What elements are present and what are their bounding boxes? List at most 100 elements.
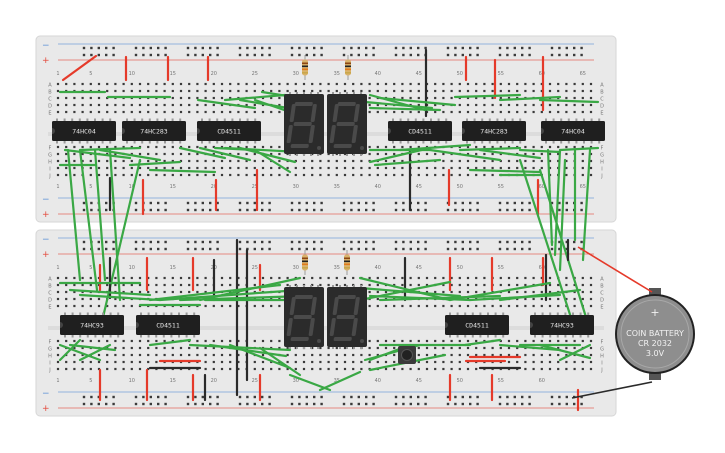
terminal-hole — [458, 89, 461, 93]
terminal-hole — [524, 159, 527, 163]
row-letter: H — [600, 160, 604, 166]
terminal-hole — [73, 339, 76, 343]
terminal-hole — [237, 283, 240, 287]
rail-plus-label: + — [42, 56, 50, 66]
terminal-hole — [286, 360, 289, 364]
rail-hole — [320, 53, 323, 57]
terminal-hole — [376, 283, 379, 287]
column-number: 55 — [498, 184, 504, 190]
terminal-hole — [319, 346, 322, 350]
rail-hole — [313, 247, 316, 251]
terminal-hole — [548, 290, 552, 294]
display-segment — [333, 144, 352, 148]
terminal-hole — [56, 103, 60, 107]
terminal-hole — [417, 360, 420, 364]
jumper-wire — [223, 93, 287, 102]
terminal-hole — [376, 145, 379, 149]
rail-hole — [409, 247, 412, 251]
terminal-hole — [73, 96, 76, 100]
terminal-hole — [516, 103, 519, 107]
rail-hole — [469, 247, 472, 251]
terminal-hole — [376, 276, 379, 280]
terminal-hole — [499, 166, 502, 170]
terminal-hole — [450, 367, 453, 371]
rail-hole — [350, 201, 353, 205]
terminal-hole — [253, 89, 256, 93]
terminal-hole — [229, 339, 232, 343]
terminal-hole — [540, 360, 543, 364]
terminal-hole — [106, 166, 109, 170]
rail-hole — [580, 208, 583, 212]
rail-hole — [498, 395, 502, 399]
terminal-hole — [548, 353, 552, 357]
rail-hole — [498, 53, 502, 57]
terminal-hole — [65, 276, 68, 280]
terminal-hole — [220, 96, 224, 100]
ic-pin — [86, 118, 89, 121]
terminal-hole — [311, 367, 314, 371]
rail-hole — [97, 53, 100, 57]
jumper-wire — [318, 370, 362, 392]
column-number: 60 — [539, 184, 545, 190]
ic-pin — [504, 141, 506, 144]
terminal-hole — [319, 367, 322, 371]
terminal-hole — [229, 159, 232, 163]
rail-hole — [402, 208, 405, 212]
terminal-hole — [507, 360, 511, 364]
terminal-hole — [147, 173, 150, 177]
rail-hole — [164, 247, 167, 251]
ic-chip-label: CD4511 — [408, 128, 432, 136]
terminal-hole — [253, 159, 256, 163]
terminal-hole — [188, 110, 191, 114]
row-letter: J — [48, 174, 50, 180]
terminal-hole — [138, 283, 142, 287]
terminal-hole — [261, 173, 265, 177]
jumper-wire — [518, 148, 562, 154]
terminal-hole — [417, 145, 420, 149]
terminal-hole — [450, 360, 453, 364]
rail-hole — [313, 208, 316, 212]
display-pin — [339, 92, 341, 94]
terminal-hole — [434, 89, 437, 93]
ic-notch — [530, 322, 533, 328]
rail-hole — [209, 402, 212, 406]
terminal-hole — [417, 353, 420, 357]
terminal-hole — [343, 159, 347, 163]
ic-pin — [564, 312, 567, 315]
rail-hole — [513, 240, 516, 244]
terminal-hole — [147, 360, 150, 364]
terminal-hole — [532, 152, 535, 156]
terminal-hole — [540, 89, 543, 93]
rail-hole — [313, 240, 316, 244]
rail-hole — [469, 395, 472, 399]
rail-hole — [261, 201, 264, 205]
terminal-hole — [368, 290, 371, 294]
battery-rim — [620, 299, 690, 369]
ic-pin — [71, 118, 74, 121]
rail-hole — [357, 46, 360, 50]
rail-hole — [216, 247, 219, 251]
terminal-hole — [524, 110, 527, 114]
terminal-hole — [171, 290, 174, 294]
rail-hole — [112, 395, 115, 399]
column-number: 30 — [293, 265, 299, 271]
rail-hole — [186, 201, 190, 205]
terminal-hole — [483, 166, 486, 170]
terminal-hole — [368, 360, 371, 364]
jumper-wire — [478, 148, 542, 160]
terminal-hole — [401, 159, 404, 163]
terminal-hole — [442, 276, 445, 280]
terminal-hole — [384, 145, 388, 149]
ic-pin — [117, 335, 120, 338]
terminal-hole — [360, 159, 363, 163]
rail-hole — [157, 201, 160, 205]
rail-hole — [253, 240, 256, 244]
ic-pin — [575, 118, 578, 121]
jumper-wire — [66, 148, 82, 282]
terminal-hole — [491, 166, 494, 170]
terminal-hole — [65, 173, 68, 177]
center-channel — [48, 132, 604, 136]
rail-hole — [506, 208, 509, 212]
terminal-hole — [122, 360, 125, 364]
terminal-hole — [294, 353, 297, 357]
